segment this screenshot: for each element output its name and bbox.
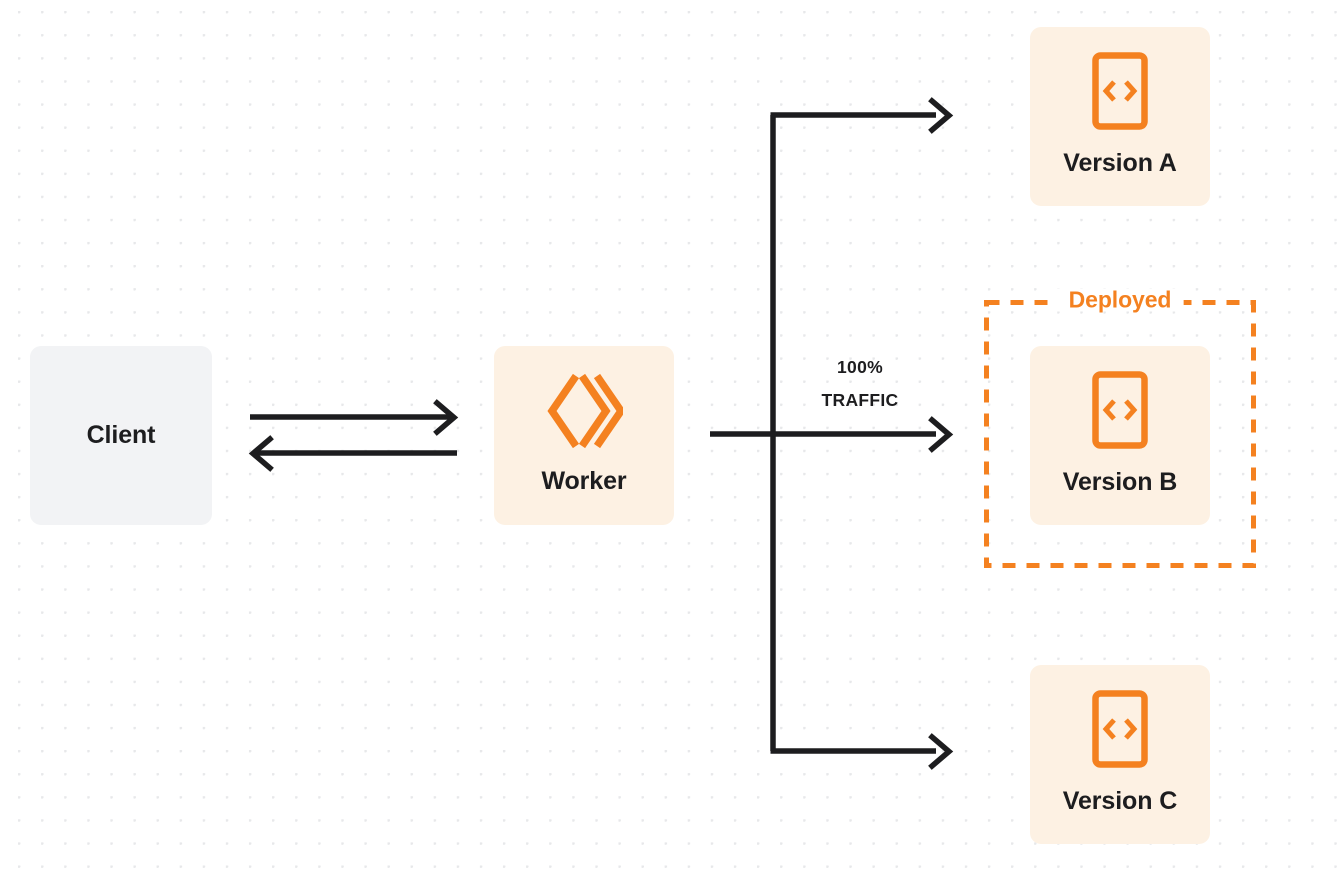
node-worker[interactable]: Worker (494, 346, 674, 525)
node-version-b[interactable]: Version B (1030, 346, 1210, 525)
node-client-label: Client (86, 421, 156, 449)
route-to-version-b (710, 416, 954, 453)
node-worker-label: Worker (541, 467, 627, 495)
node-version-c-label: Version C (1062, 787, 1178, 815)
response-arrow (248, 435, 457, 472)
node-version-a[interactable]: Version A (1030, 27, 1210, 206)
node-version-b-label: Version B (1062, 468, 1178, 496)
code-document-icon (1091, 370, 1149, 450)
code-document-icon (1091, 689, 1149, 769)
route-to-version-c (770, 733, 954, 770)
node-version-c[interactable]: Version C (1030, 665, 1210, 844)
route-to-version-a (770, 97, 954, 134)
traffic-percent-value: 100% (837, 357, 883, 377)
traffic-percentage-label: 100% TRAFFIC (793, 351, 927, 418)
traffic-caption: TRAFFIC (821, 390, 899, 411)
node-client[interactable]: Client (30, 346, 212, 525)
node-version-a-label: Version A (1063, 149, 1177, 177)
deployed-group: Deployed (984, 288, 1256, 568)
deployed-group-label: Deployed (1056, 288, 1184, 312)
cloudflare-workers-logo-icon (545, 370, 623, 452)
code-document-icon (1091, 51, 1149, 131)
request-arrow (250, 399, 459, 436)
